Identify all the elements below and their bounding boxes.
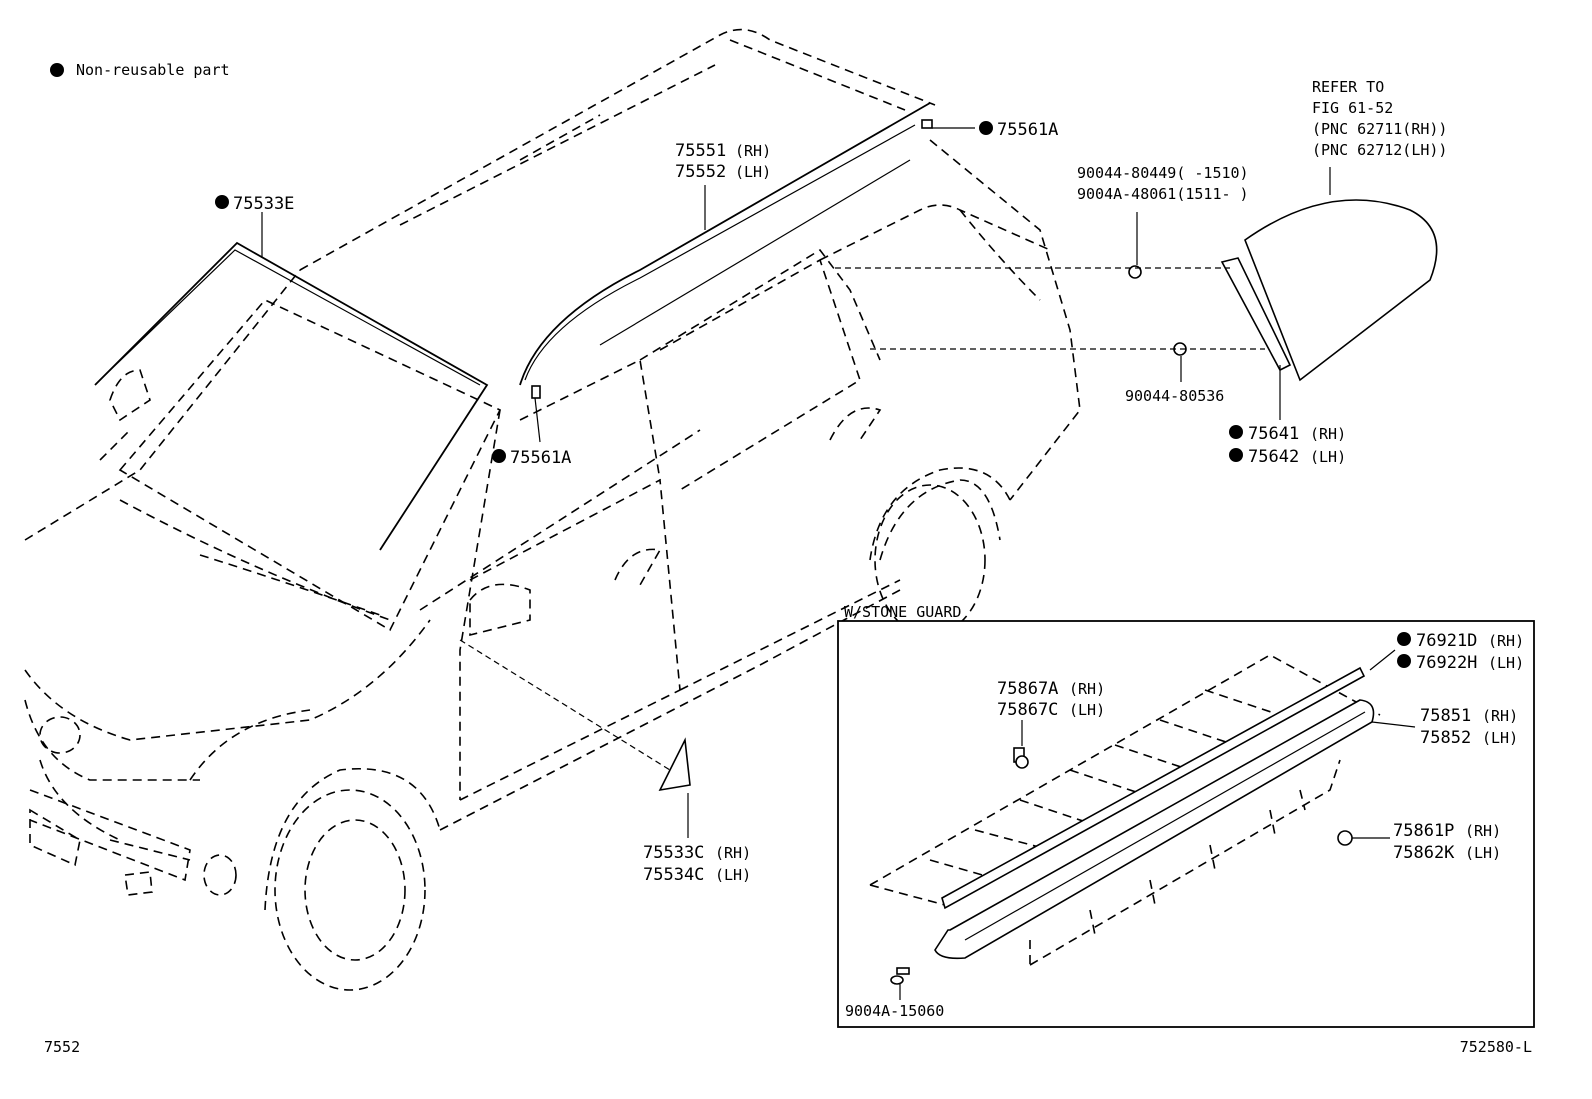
stone-guard-inset: W/STONE GUARD xyxy=(837,603,1535,1028)
side-lh: (LH) xyxy=(715,866,751,884)
clip-90044-80449-part xyxy=(1128,265,1142,279)
quarter-window-glass xyxy=(1244,199,1438,382)
callout-75642: 75642 xyxy=(1248,447,1299,467)
side-rh: (RH) xyxy=(1488,632,1524,650)
side-rh: (RH) xyxy=(1482,707,1518,725)
callout-90044-80536: 90044-80536 xyxy=(1125,387,1224,405)
callout-75533E: 75533E xyxy=(233,194,294,214)
side-rh: (RH) xyxy=(715,844,751,862)
non-reusable-dot-icon xyxy=(1397,654,1411,668)
vehicle-outline xyxy=(24,28,1081,991)
side-rh: (RH) xyxy=(1465,822,1501,840)
stone-guard-part xyxy=(934,699,1375,960)
clip-75561A-top-part xyxy=(921,119,933,129)
non-reusable-dot-icon xyxy=(979,121,993,135)
callout-75867C: 75867C xyxy=(997,700,1058,720)
mouldings xyxy=(94,102,1438,792)
callout-76922H: 76922H xyxy=(1416,653,1477,673)
side-lh: (LH) xyxy=(1488,654,1524,672)
side-lh: (LH) xyxy=(1069,701,1105,719)
refer-line-1: REFER TO xyxy=(1312,78,1384,96)
glass-leaders xyxy=(835,167,1331,420)
callout-75851: 75851 xyxy=(1420,706,1471,726)
non-reusable-dot-icon xyxy=(1229,425,1243,439)
non-reusable-dot-icon xyxy=(215,195,229,209)
non-reusable-dot-icon xyxy=(1397,632,1411,646)
stone-guard-upper-moulding xyxy=(941,666,1366,910)
side-rh: (RH) xyxy=(1310,425,1346,443)
callout-75852: 75852 xyxy=(1420,728,1471,748)
callout-90044-80449: 90044-80449( -1510) xyxy=(1077,164,1249,182)
footer-left-code: 7552 xyxy=(44,1038,80,1056)
quarter-window-moulding-part xyxy=(1220,257,1292,372)
callout-76921D: 76921D xyxy=(1416,631,1477,651)
callout-leaders xyxy=(261,127,975,838)
windshield-moulding xyxy=(94,241,489,551)
callout-75552: 75552 xyxy=(675,162,726,182)
callouts: 75533E 75561A 75561A 75551 (RH) 75552 (L… xyxy=(215,78,1447,885)
refer-line-3: (PNC 62711(RH)) xyxy=(1312,120,1447,138)
refer-line-2: FIG 61-52 xyxy=(1312,99,1393,117)
footer-right-code: 752580-L xyxy=(1460,1038,1532,1056)
callout-75533C: 75533C xyxy=(643,843,704,863)
legend: Non-reusable part xyxy=(50,61,230,79)
nut-75861P-part xyxy=(1337,830,1353,846)
callout-75551: 75551 xyxy=(675,141,726,161)
side-lh: (LH) xyxy=(1310,448,1346,466)
side-lh: (LH) xyxy=(735,163,771,181)
callout-75561A-mid: 75561A xyxy=(510,448,571,468)
non-reusable-dot-icon xyxy=(50,63,64,77)
callout-9004A-15060: 9004A-15060 xyxy=(845,1002,944,1020)
clip-75561A-part xyxy=(531,385,541,399)
callout-9004A-48061: 9004A-48061(1511- ) xyxy=(1077,185,1249,203)
non-reusable-dot-icon xyxy=(1229,448,1243,462)
non-reusable-dot-icon xyxy=(492,449,506,463)
callout-75561A-top: 75561A xyxy=(997,120,1058,140)
legend-text: Non-reusable part xyxy=(76,61,230,79)
refer-line-4: (PNC 62712(LH)) xyxy=(1312,141,1447,159)
callout-75862K: 75862K xyxy=(1393,843,1455,863)
clip-75867A-part xyxy=(1013,747,1029,769)
callout-75861P: 75861P xyxy=(1393,821,1454,841)
front-door-garnish-part xyxy=(658,737,691,792)
side-lh: (LH) xyxy=(1482,729,1518,747)
callout-75641: 75641 xyxy=(1248,424,1299,444)
side-lh: (LH) xyxy=(1465,844,1501,862)
callout-75867A: 75867A xyxy=(997,679,1058,699)
side-rh: (RH) xyxy=(1069,680,1105,698)
side-rh: (RH) xyxy=(735,142,771,160)
inset-title: W/STONE GUARD xyxy=(844,603,961,621)
roof-drip-moulding xyxy=(519,102,931,386)
screw-9004A-15060-part xyxy=(890,967,910,985)
callout-75534C: 75534C xyxy=(643,865,704,885)
